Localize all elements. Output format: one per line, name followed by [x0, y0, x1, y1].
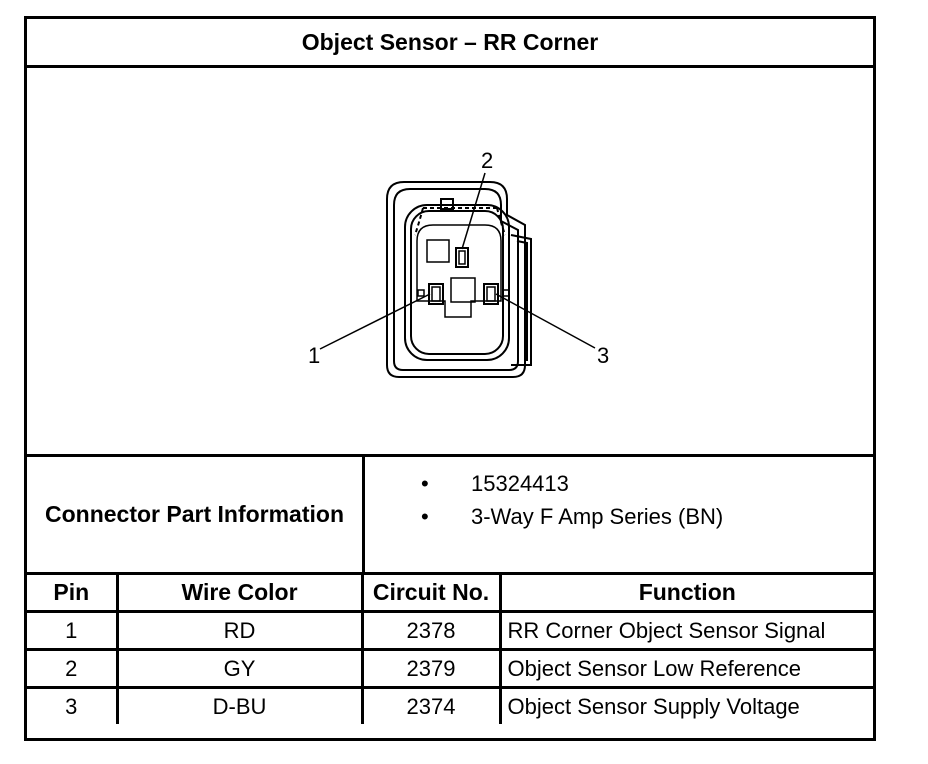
pin-3-callout: 3 — [597, 343, 609, 368]
pin-1-leader — [319, 293, 431, 350]
pin-3-terminal — [483, 283, 499, 305]
connector-diagram: 1 2 3 — [27, 65, 873, 457]
connector-latch — [510, 234, 532, 366]
header-pin: Pin — [27, 575, 119, 613]
list-item: • 15324413 — [365, 471, 873, 501]
cell-pin: 1 — [27, 610, 119, 651]
cell-pin: 3 — [27, 686, 119, 724]
list-item: • 3-Way F Amp Series (BN) — [365, 504, 873, 534]
part-number: 15324413 — [471, 471, 569, 496]
table-row: 3 D-BU 2374 Object Sensor Supply Voltage — [27, 686, 873, 724]
pin-table: Pin Wire Color Circuit No. Function 1 RD… — [27, 575, 873, 724]
table-row: 1 RD 2378 RR Corner Object Sensor Signal — [27, 610, 873, 651]
cell-circuit-no: 2379 — [360, 648, 502, 689]
table-row: 2 GY 2379 Object Sensor Low Reference — [27, 648, 873, 689]
connector-end-view-sheet: Object Sensor – RR Corner — [24, 16, 876, 741]
bullet-icon: • — [421, 504, 429, 529]
pin-2-callout: 2 — [481, 148, 493, 173]
header-wire-color: Wire Color — [115, 575, 364, 613]
page-title: Object Sensor – RR Corner — [27, 19, 873, 68]
cell-pin: 2 — [27, 648, 119, 689]
center-block — [450, 277, 476, 303]
connector-series: 3-Way F Amp Series (BN) — [471, 504, 724, 529]
cell-function: RR Corner Object Sensor Signal — [498, 610, 873, 651]
cell-circuit-no: 2374 — [360, 686, 502, 724]
cell-circuit-no: 2378 — [360, 610, 502, 651]
header-circuit-no: Circuit No. — [360, 575, 502, 613]
pin-2-leader — [461, 172, 486, 250]
connector-face-drawing: 1 2 3 — [308, 148, 609, 378]
table-header-row: Pin Wire Color Circuit No. Function — [27, 575, 873, 613]
pin-3-leader — [495, 293, 596, 349]
cell-function: Object Sensor Low Reference — [498, 648, 873, 689]
cell-function: Object Sensor Supply Voltage — [498, 686, 873, 724]
connector-part-info-label: Connector Part Information — [27, 457, 365, 572]
cell-wire-color: GY — [115, 648, 364, 689]
header-function: Function — [498, 575, 873, 613]
cell-wire-color: RD — [115, 610, 364, 651]
cell-wire-color: D-BU — [115, 686, 364, 724]
connector-housing-inner-outline — [393, 188, 519, 371]
connector-seal — [404, 204, 510, 361]
connector-part-info-list: • 15324413 • 3-Way F Amp Series (BN) — [365, 457, 873, 572]
connector-housing-outline — [386, 181, 526, 378]
bullet-icon: • — [421, 471, 429, 496]
connector-contact-face — [416, 224, 502, 318]
connector-part-information: Connector Part Information • 15324413 • … — [27, 457, 873, 575]
pin-2-block — [426, 239, 450, 263]
pin-1-callout: 1 — [308, 343, 320, 368]
